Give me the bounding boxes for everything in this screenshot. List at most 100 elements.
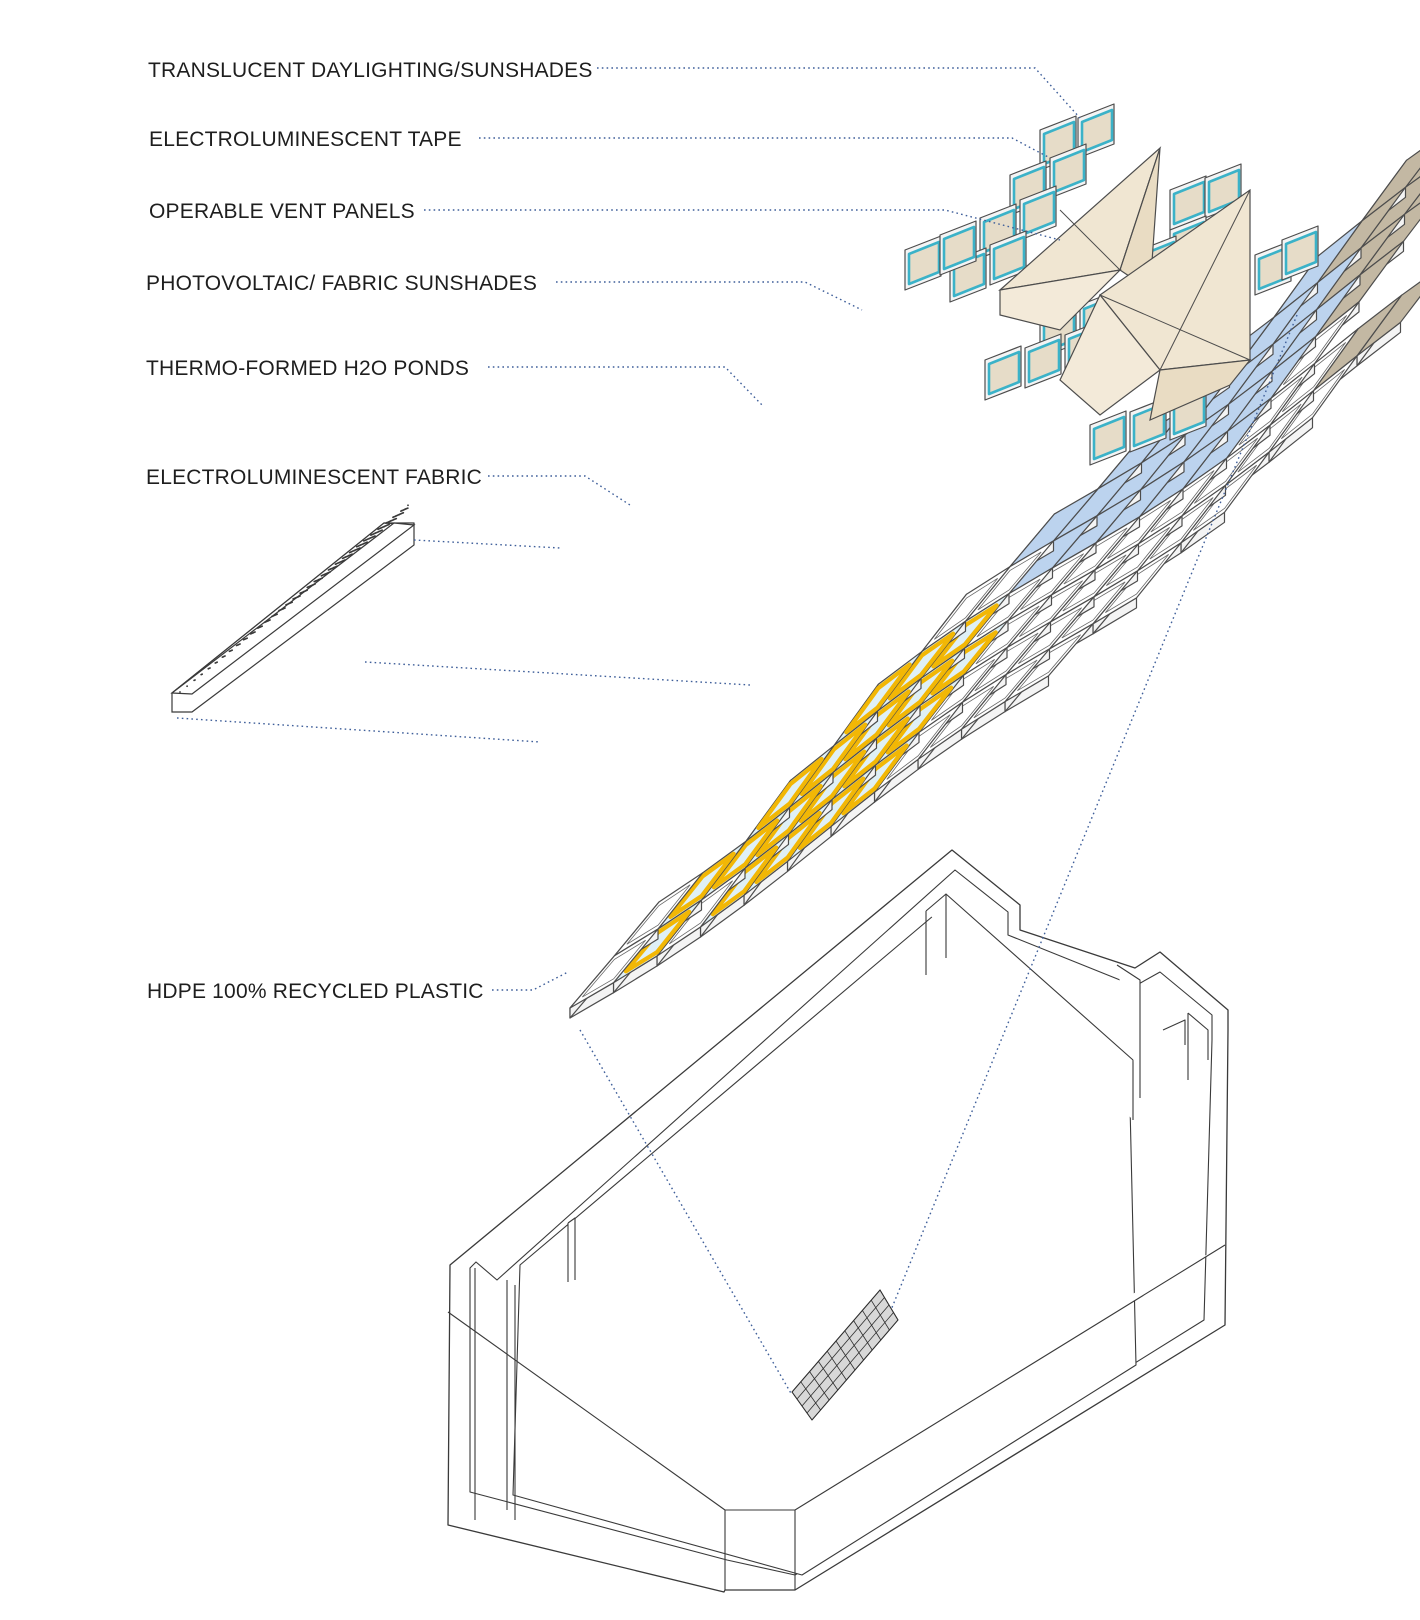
sunshade-panel-face (1052, 148, 1086, 194)
sample-dot (186, 685, 189, 688)
hdpe-patch-mesh (801, 1304, 890, 1407)
sample-dot (395, 517, 398, 520)
sample-dot (179, 691, 181, 693)
sample-dot (291, 601, 293, 604)
daylighting-sunshade-panel (1049, 143, 1087, 199)
building-front-wall (447, 1244, 1226, 1590)
daylighting-sunshade-panel (1089, 410, 1127, 466)
lattice-cell-face (569, 928, 659, 1009)
label-hdpe-recycled-plastic: HDPE 100% RECYCLED PLASTIC (147, 980, 484, 1003)
daylighting-sunshade-panel (1169, 175, 1207, 231)
label-thermo-formed-ponds: THERMO-FORMED H2O PONDS (146, 357, 469, 380)
sample-dot (194, 679, 196, 681)
leader-projection-left (579, 1029, 793, 1396)
vent-panel-2-edge (1099, 189, 1251, 371)
label-electroluminescent-fabric: ELECTROLUMINESCENT FABRIC (146, 466, 482, 489)
sample-dot (261, 625, 263, 628)
lattice-cell-pv (1356, 281, 1420, 367)
sunshade-panel-face (1027, 338, 1061, 384)
sample-dot (344, 559, 346, 561)
sample-dot (329, 571, 331, 573)
hdpe-patch-mesh (811, 1319, 899, 1421)
sample-dot (216, 661, 219, 664)
leader-translucent (597, 67, 1081, 119)
sunshade-panel-face (942, 225, 976, 271)
sample-dot (366, 541, 368, 544)
leader-sample-3 (176, 717, 541, 743)
leader-el-tape (479, 137, 1051, 159)
label-photovoltaic-sunshades: PHOTOVOLTAIC/ FABRIC SUNSHADES (146, 272, 537, 295)
sunshade-panel-face (907, 240, 941, 286)
hdpe-patch-mesh (796, 1297, 885, 1400)
hdpe-lattice-patch (791, 1289, 899, 1421)
operable-vent-panels (998, 146, 1252, 422)
sample-dot (306, 589, 308, 592)
el-fabric-inset (844, 662, 912, 735)
sample-dot (299, 595, 301, 597)
vent-panel-1-edge (1059, 147, 1161, 271)
sample-dot (406, 507, 409, 509)
sample-dot (374, 535, 376, 537)
sunshade-panel-face (1284, 230, 1318, 276)
cladding-lattice (569, 103, 1420, 1019)
vent-panel-2-face-b (1059, 293, 1161, 416)
building-interior-wall-left (474, 1268, 516, 1520)
sample-dot (239, 643, 241, 645)
sunshade-panel-face (1092, 415, 1126, 461)
el-fabric-inset (711, 818, 780, 890)
leader-pv (556, 281, 863, 311)
sample-dot (284, 607, 286, 609)
sample-dot (407, 504, 409, 507)
el-fabric-sample-panel (170, 504, 416, 713)
sample-dot (269, 619, 271, 621)
sunshade-panel-face (992, 235, 1026, 281)
frame-inset (626, 884, 691, 945)
sample-dot (314, 583, 316, 585)
sample-dot (276, 613, 278, 616)
sample-dot (224, 655, 226, 657)
el-fabric-inset (799, 722, 868, 797)
frame-inset (582, 939, 646, 998)
leader-lines (176, 67, 1298, 1396)
sample-dot (388, 523, 390, 526)
leader-sample-1 (413, 539, 561, 549)
hdpe-patch-mesh (791, 1289, 881, 1393)
building-back-wall (925, 893, 1134, 1120)
daylighting-sunshade-panel (939, 220, 977, 276)
lattice-cell-frame (569, 928, 659, 1019)
frame-inset (934, 578, 998, 640)
label-translucent-daylighting: TRANSLUCENT DAYLIGHTING/SUNSHADES (148, 59, 593, 82)
daylighting-sunshade-panel (904, 235, 942, 291)
sample-dot (209, 667, 211, 669)
vent-panel-1-face-c (999, 269, 1122, 331)
base-building (447, 849, 1229, 1593)
sunshade-panel-face (987, 350, 1021, 396)
sunshade-panel-face (1080, 108, 1114, 154)
sample-dot (321, 577, 323, 580)
leader-hdpe (492, 971, 569, 991)
daylighting-sunshade-panel (1077, 103, 1115, 159)
vent-panel-2-face-c (1149, 359, 1252, 422)
sample-dot (351, 553, 353, 556)
daylighting-sunshade-panel (984, 345, 1022, 401)
frame-inset (977, 551, 1042, 611)
sample-dot (402, 511, 405, 514)
sunshade-panel-face (1022, 190, 1056, 236)
daylighting-sunshade-panel (989, 230, 1027, 286)
sample-dot (201, 673, 204, 676)
sample-dot (231, 649, 234, 652)
el-fabric-inset (887, 631, 956, 701)
leader-sample-2 (364, 661, 751, 686)
leader-vent (424, 209, 1061, 241)
daylighting-sunshade-panel (1019, 185, 1057, 241)
sample-dot (359, 547, 361, 549)
sample-panel-dots (179, 504, 409, 693)
building-right-tower (1116, 964, 1209, 1098)
label-electroluminescent-tape: ELECTROLUMINESCENT TAPE (149, 128, 462, 151)
sample-dot (246, 637, 249, 640)
sample-dot (336, 565, 338, 568)
building-partition (567, 1217, 576, 1282)
el-fabric-inset (756, 756, 824, 831)
hdpe-patch-mesh (806, 1312, 894, 1414)
